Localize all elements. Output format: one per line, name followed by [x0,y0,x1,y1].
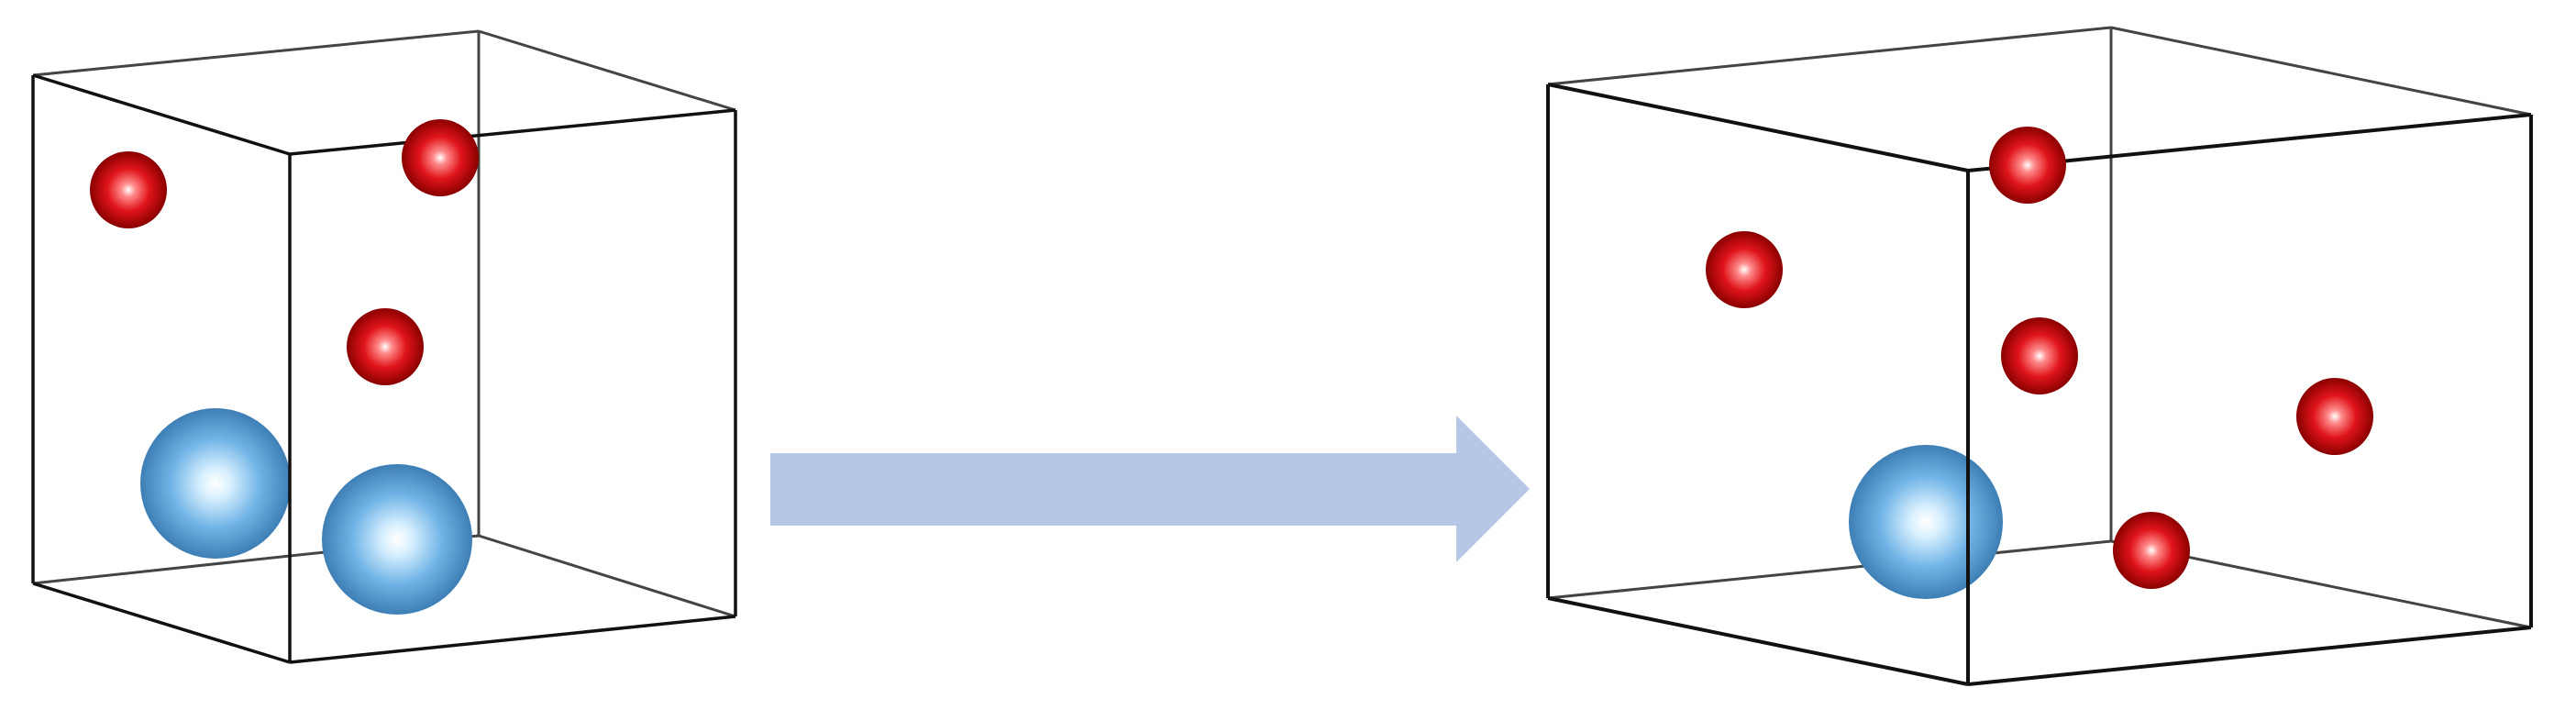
unit-cell-before [31,29,737,664]
oxygen-atom [347,308,424,385]
cell-front-edges [31,73,737,664]
oxygen-atom [2113,512,2190,589]
transformation-arrow [770,416,1530,562]
oxygen-atom [2296,378,2373,455]
unit-cell-after [1546,26,2533,686]
oxygen-atom [1989,127,2066,204]
oxygen-atom [90,151,167,228]
metal-atom [1849,445,2003,599]
oxygen-atom [402,119,479,196]
oxygen-atom [2001,317,2078,394]
oxygen-atom [1706,231,1783,308]
metal-atom [140,408,291,559]
metal-atom [322,464,472,615]
cell-front-edges [1546,83,2533,686]
